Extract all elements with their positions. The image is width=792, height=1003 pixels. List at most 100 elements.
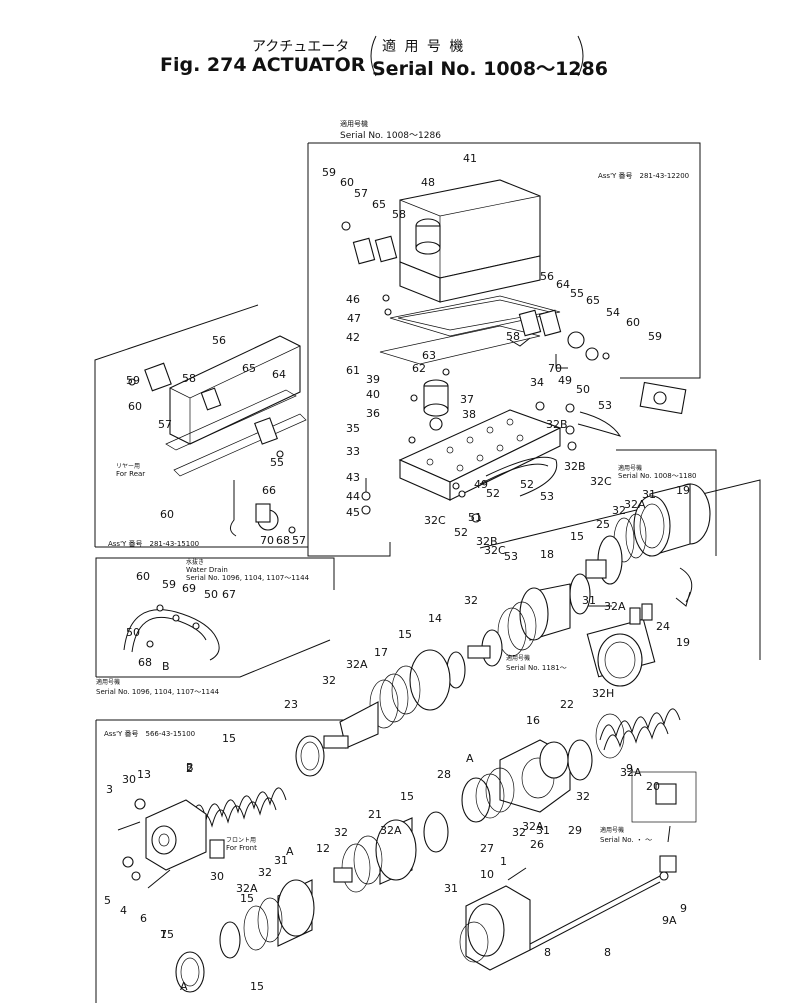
callout-label: 59 [322, 166, 336, 179]
callout-label: 60 [128, 400, 142, 413]
callout-label: 48 [421, 176, 435, 189]
callout-label: 40 [366, 388, 380, 401]
callout-label: 30 [122, 773, 136, 786]
callout-label: 29 [568, 824, 582, 837]
callout-label: 3 [106, 783, 113, 796]
callout-label: 5 [104, 894, 111, 907]
callout-label: 32 [322, 674, 336, 687]
note-for-rear-jp: リヤー用 [116, 463, 140, 470]
serial-title-jp: 適 用 号 機 [382, 39, 466, 55]
callout-label: 63 [422, 349, 436, 362]
callout-label: 65 [586, 294, 600, 307]
left-cover-parts [341, 221, 398, 316]
note-bottom-right-serial-jp: 適用号機 [600, 826, 624, 834]
title-jp: アクチュエータ [252, 39, 350, 55]
clamp-19 [586, 618, 656, 687]
callout-label: 58 [182, 372, 196, 385]
note-water-drain-jp: 水抜き [186, 558, 204, 566]
callout-label: B [162, 660, 170, 673]
pins-32h [629, 603, 653, 625]
callout-label: 15 [398, 628, 412, 641]
note-for-rear-en: For Rear [116, 470, 145, 478]
callout-label: 56 [540, 270, 554, 283]
callout-label: 37 [460, 393, 474, 406]
callout-label: 32H [592, 687, 614, 700]
note-lower-serial-jp: 適用号機 [96, 678, 120, 686]
callout-label: 31 [536, 824, 550, 837]
callout-label: 32C [484, 544, 506, 557]
callout-label: 60 [136, 570, 150, 583]
callout-label: 22 [560, 698, 574, 711]
callout-label: 50 [126, 626, 140, 639]
callout-label: 32B [564, 460, 586, 473]
note-water-drain-en: Water Drain [186, 566, 228, 574]
note-for-front-jp: フロント用 [226, 837, 256, 844]
callout-label: 55 [270, 456, 284, 469]
note-right-serial: Serial No. 1008～1180 [618, 472, 697, 480]
callout-label: 23 [284, 698, 298, 711]
callout-label: 50 [204, 588, 218, 601]
callout-label: 57 [354, 187, 368, 200]
frame-rear-assembly [94, 304, 308, 548]
callout-label: 60 [160, 508, 174, 521]
callout-label: 28 [437, 768, 451, 781]
callout-label: 70 [260, 534, 274, 547]
callout-label: 8 [604, 946, 611, 959]
callout-label: 58 [392, 208, 406, 221]
callout-label: 32 [464, 594, 478, 607]
callout-label: 32A [236, 882, 258, 895]
note-water-serial: Serial No. 1096, 1104, 1107～1144 [186, 574, 310, 582]
callout-label: 43 [346, 471, 360, 484]
callout-label: 32 [258, 866, 272, 879]
callout-label: 58 [506, 330, 520, 343]
callout-label: 9 [680, 902, 687, 915]
callout-label: 31 [274, 854, 288, 867]
callout-label: 15 [400, 790, 414, 803]
note-assy-top: Ass'Y 番号 281-43-12200 [598, 172, 689, 180]
callout-label: 32A [604, 600, 626, 613]
callout-label: 64 [272, 368, 286, 381]
water-drain-hose [123, 604, 220, 661]
callout-label: A [286, 845, 294, 858]
callout-label: 9 [626, 762, 633, 775]
rear-valve-case [128, 335, 307, 537]
callout-label: 8 [544, 946, 551, 959]
callout-label: 7 [160, 928, 167, 941]
callout-label: 49 [558, 374, 572, 387]
callout-label: 56 [212, 334, 226, 347]
callout-label: 52 [520, 478, 534, 491]
callout-label: 18 [540, 548, 554, 561]
note-bottom-right-serial: Serial No. ・ ～ [600, 836, 652, 844]
callout-label: 66 [262, 484, 276, 497]
callout-label: 51 [468, 511, 482, 524]
callout-label: 27 [480, 842, 494, 855]
callout-label: 70 [548, 362, 562, 375]
callout-label: 55 [570, 287, 584, 300]
callout-label: 59 [126, 374, 140, 387]
callout-label: 31 [444, 882, 458, 895]
valve-body-33 [398, 401, 575, 501]
callout-label: 12 [316, 842, 330, 855]
solenoid-48 [415, 218, 441, 255]
callout-label: 9A [662, 914, 677, 927]
callout-label: 31 [642, 488, 656, 501]
view-arrow [639, 381, 693, 607]
callout-label: B [186, 761, 194, 774]
callout-label: 32A [346, 658, 368, 671]
callout-label: 32A [522, 820, 544, 833]
callout-label: 69 [182, 582, 196, 595]
callout-label: 15 [250, 980, 264, 993]
callout-label: 36 [366, 407, 380, 420]
serial-range-title: Serial No. 1008～1286 [372, 58, 608, 80]
callout-label: 38 [462, 408, 476, 421]
frame-water-drain [95, 557, 335, 678]
right-cover-parts [509, 309, 610, 369]
callout-label: 59 [648, 330, 662, 343]
note-assy-bottom: Ass'Y 番号 566-43-15100 [104, 730, 195, 738]
callout-label: 16 [526, 714, 540, 727]
callout-label: 34 [530, 376, 544, 389]
callout-label: 15 [222, 732, 236, 745]
